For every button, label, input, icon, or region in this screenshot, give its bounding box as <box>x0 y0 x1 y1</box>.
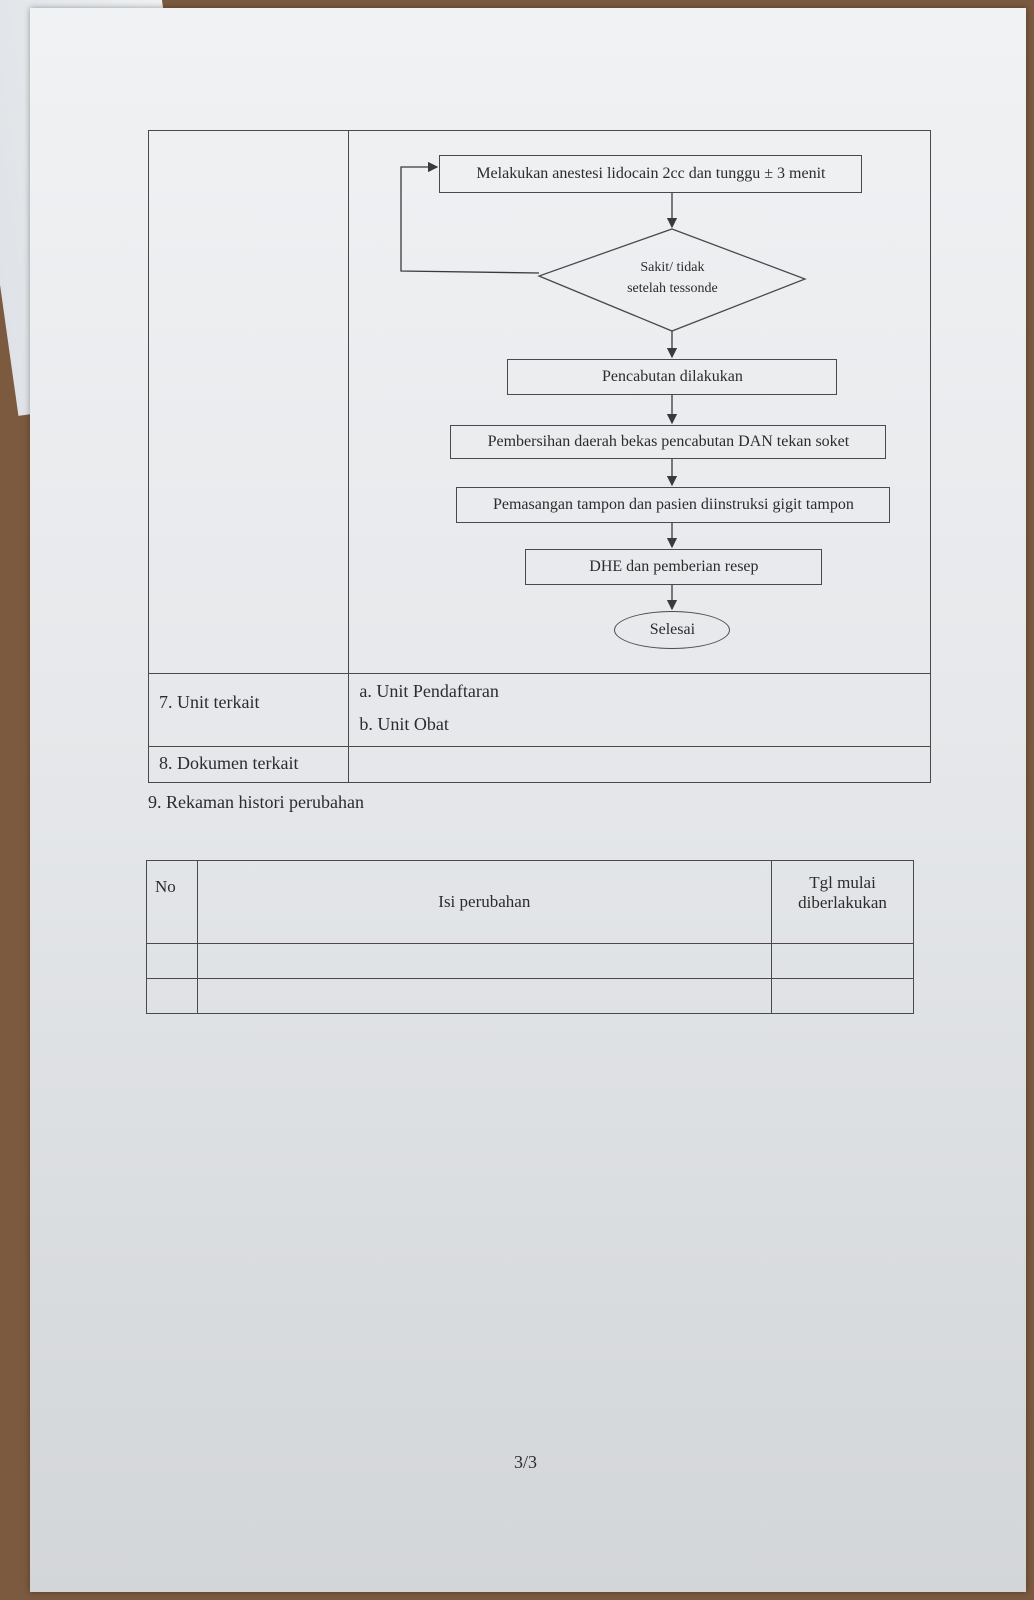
history-header-date-line1: Tgl mulai <box>809 873 876 892</box>
end-terminal-text: Selesai <box>649 621 696 638</box>
history-cell <box>771 978 914 1014</box>
history-table: No Isi perubahan Tgl mulai diberlakukan <box>146 860 914 1014</box>
loop-back-arrow <box>400 161 540 274</box>
decision-line-1: Sakit/ tidak <box>640 260 705 275</box>
history-title: 9. Rekaman histori perubahan <box>148 792 364 812</box>
anesthesia-step-box: Melakukan anestesi lidocain 2cc dan tung… <box>439 155 863 193</box>
extraction-step-box: Pencabutan dilakukan <box>507 359 838 395</box>
unit-label-cell: 7. Unit terkait <box>147 673 350 747</box>
unit-label: 7. Unit terkait <box>159 692 260 712</box>
dhe-step-box: DHE dan pemberian resep <box>525 549 823 585</box>
decision-text: Sakit/ tidak setelah tessonde <box>592 257 752 299</box>
document-value-cell <box>348 746 931 783</box>
history-cell <box>146 978 198 1014</box>
end-terminal: Selesai <box>614 611 731 649</box>
flowchart-cell: Melakukan anestesi lidocain 2cc dan tung… <box>348 130 931 674</box>
history-row <box>146 943 914 979</box>
dhe-step-text: DHE dan pemberian resep <box>589 558 759 575</box>
extraction-step-text: Pencabutan dilakukan <box>601 368 743 385</box>
history-row <box>146 978 914 1014</box>
history-cell <box>196 978 773 1014</box>
cleaning-step-box: Pembersihan daerah bekas pencabutan DAN … <box>450 425 887 459</box>
anesthesia-step-text: Melakukan anestesi lidocain 2cc dan tung… <box>476 165 826 182</box>
history-cell <box>196 943 773 979</box>
decision-line-2: setelah tessonde <box>627 281 718 296</box>
page-number: 3/3 <box>514 1452 538 1472</box>
procedure-table: Melakukan anestesi lidocain 2cc dan tung… <box>147 130 931 783</box>
unit-item-pharmacy: b. Unit Obat <box>359 714 449 734</box>
history-header-change-text: Isi perubahan <box>438 892 531 911</box>
tampon-step-text: Pemasangan tampon dan pasien diinstruksi… <box>492 496 854 513</box>
history-header-no-text: No <box>155 877 176 896</box>
history-cell <box>771 943 914 979</box>
history-header-date: Tgl mulai diberlakukan <box>771 860 914 944</box>
unit-list-cell: a. Unit Pendaftaran b. Unit Obat <box>348 673 931 747</box>
history-cell <box>146 943 198 979</box>
cleaning-step-text: Pembersihan daerah bekas pencabutan DAN … <box>487 433 850 450</box>
empty-label-cell <box>147 130 350 674</box>
history-header-date-line2: diberlakukan <box>798 893 887 912</box>
history-header-change: Isi perubahan <box>196 860 773 944</box>
unit-list: a. Unit Pendaftaran b. Unit Obat <box>349 674 930 746</box>
document-page: Melakukan anestesi lidocain 2cc dan tung… <box>30 8 1026 1592</box>
unit-item-registration: a. Unit Pendaftaran <box>359 681 499 701</box>
history-header-no: No <box>146 860 198 944</box>
tampon-step-box: Pemasangan tampon dan pasien diinstruksi… <box>456 487 891 523</box>
document-label: 8. Dokumen terkait <box>159 753 299 773</box>
document-label-cell: 8. Dokumen terkait <box>147 746 350 783</box>
flowchart-connectors <box>400 161 808 611</box>
